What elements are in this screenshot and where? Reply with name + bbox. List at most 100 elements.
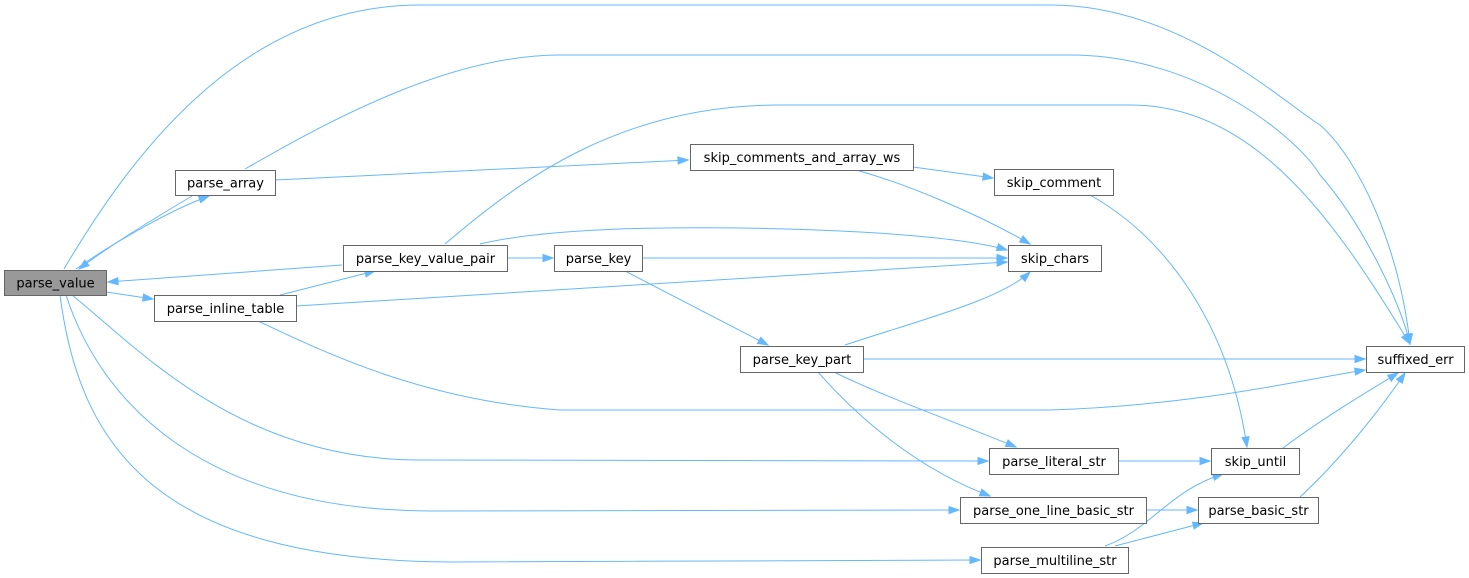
edge-line <box>624 270 769 346</box>
edge-line <box>244 54 1411 345</box>
node-label: parse_multiline_str <box>993 554 1117 569</box>
edge-parse-array-to-suffixed-err <box>244 54 1412 346</box>
edge-parse-array-to-parse-value <box>77 195 193 270</box>
edge-parse-key-part-to-suffixed-err <box>863 354 1367 364</box>
edge-line <box>1104 473 1224 547</box>
edge-parse-inline-table-to-parse-key-value-pair <box>279 269 377 296</box>
node-skip-comment[interactable]: skip_comment <box>994 169 1114 196</box>
node-label: skip_comments_and_array_ws <box>704 151 901 166</box>
edge-parse-value-to-parse-array <box>75 195 211 270</box>
edge-parse-key-value-pair-to-skip-chars <box>479 227 1009 252</box>
arrowhead-icon <box>197 195 211 204</box>
arrowhead-icon <box>1186 505 1199 515</box>
edge-skip-comment-to-skip-until <box>1089 194 1250 449</box>
node-label: parse_one_line_basic_str <box>973 504 1135 519</box>
edge-line <box>75 195 210 270</box>
edge-line <box>257 320 1366 411</box>
node-box <box>175 170 276 196</box>
arrowhead-icon <box>1004 439 1018 448</box>
node-parse-literal-str[interactable]: parse_literal_str <box>989 448 1119 475</box>
arrowhead-icon <box>77 259 90 270</box>
edge-parse-value-to-parse-literal-str <box>71 294 990 466</box>
arrowhead-icon <box>1400 332 1411 346</box>
nodes-layer: parse_value parse_array parse_inline_table… <box>4 144 1465 574</box>
node-parse-array[interactable]: parse_array <box>175 170 276 196</box>
edge-parse-array-to-skip-comments-and-array-ws <box>274 156 690 181</box>
node-label: skip_comment <box>1007 176 1101 191</box>
node-label: skip_chars <box>1021 252 1089 267</box>
edge-parse-key-value-pair-to-parse-value <box>106 264 343 286</box>
node-box <box>1008 245 1102 272</box>
node-label: parse_key_value_pair <box>356 252 496 267</box>
edge-parse-key-to-parse-key-part <box>624 270 770 346</box>
node-parse-key[interactable]: parse_key <box>554 245 643 272</box>
node-box <box>1366 346 1465 373</box>
node-skip-comments-and-array-ws[interactable]: skip_comments_and_array_ws <box>690 144 914 171</box>
node-label: parse_value <box>16 277 94 292</box>
arrowhead-icon <box>982 172 995 181</box>
arrowhead-icon <box>1199 456 1212 466</box>
node-box <box>1211 448 1300 475</box>
node-box <box>4 270 107 296</box>
node-parse-basic-str[interactable]: parse_basic_str <box>1198 497 1319 524</box>
arrowhead-icon <box>106 277 119 286</box>
edge-line <box>274 159 689 181</box>
node-box <box>690 144 914 171</box>
edge-skip-comments-and-array-ws-to-skip-chars <box>855 169 1032 245</box>
edge-line <box>444 104 1411 345</box>
edge-parse-literal-str-to-skip-until <box>1118 456 1212 466</box>
edge-line <box>855 169 1031 245</box>
node-parse-multiline-str[interactable]: parse_multiline_str <box>981 547 1129 574</box>
arrowhead-icon <box>1241 436 1250 449</box>
edge-line <box>279 270 376 296</box>
node-parse-inline-table[interactable]: parse_inline_table <box>154 295 297 322</box>
node-box <box>343 245 508 272</box>
edge-line <box>817 371 991 497</box>
edge-line <box>59 294 981 563</box>
edge-line <box>107 264 343 283</box>
node-skip-chars[interactable]: skip_chars <box>1008 245 1102 272</box>
edge-parse-value-to-parse-multiline-str <box>59 294 982 565</box>
edge-parse-key-part-to-parse-literal-str <box>833 371 1018 448</box>
node-parse-one-line-basic-str[interactable]: parse_one_line_basic_str <box>960 497 1147 524</box>
node-label: parse_basic_str <box>1208 504 1309 519</box>
edge-parse-key-to-skip-chars <box>642 253 1009 263</box>
node-label: parse_key_part <box>753 353 852 368</box>
edge-skip-until-to-suffixed-err <box>1282 372 1400 449</box>
node-label: parse_inline_table <box>167 302 285 317</box>
edge-line <box>65 294 960 512</box>
node-parse-value[interactable]: parse_value <box>4 270 107 296</box>
edges-layer <box>59 4 1414 565</box>
edge-parse-one-line-basic-str-to-parse-basic-str <box>1146 505 1199 515</box>
node-skip-until[interactable]: skip_until <box>1211 448 1300 475</box>
arrowhead-icon <box>1354 354 1367 364</box>
edge-line <box>1299 372 1406 498</box>
edge-parse-key-part-to-skip-chars <box>844 270 1032 346</box>
arrowhead-icon <box>141 293 155 302</box>
arrowhead-icon <box>1018 235 1032 245</box>
node-box <box>554 245 643 272</box>
arrowhead-icon <box>977 456 990 466</box>
arrowhead-icon <box>677 156 690 165</box>
arrowhead-icon <box>978 488 992 497</box>
node-label: parse_array <box>187 177 264 192</box>
arrowhead-icon <box>996 253 1009 263</box>
edge-line <box>63 4 1411 345</box>
edge-line <box>1282 372 1399 449</box>
arrowhead-icon <box>969 555 982 565</box>
arrowhead-icon <box>1395 371 1406 385</box>
node-suffixed-err[interactable]: suffixed_err <box>1366 346 1465 373</box>
arrowhead-icon <box>948 505 961 515</box>
node-box <box>989 448 1119 475</box>
edge-parse-value-to-parse-one-line-basic-str <box>65 294 961 515</box>
node-box <box>1198 497 1319 524</box>
edge-parse-key-value-pair-to-suffixed-err <box>444 104 1411 346</box>
node-parse-key-value-pair[interactable]: parse_key_value_pair <box>343 245 508 272</box>
node-box <box>740 346 864 373</box>
edge-line <box>295 261 1008 307</box>
node-label: parse_key <box>566 252 632 267</box>
node-parse-key-part[interactable]: parse_key_part <box>740 346 864 373</box>
edge-skip-comments-and-array-ws-to-skip-comment <box>912 166 995 181</box>
node-label: skip_until <box>1225 455 1286 470</box>
